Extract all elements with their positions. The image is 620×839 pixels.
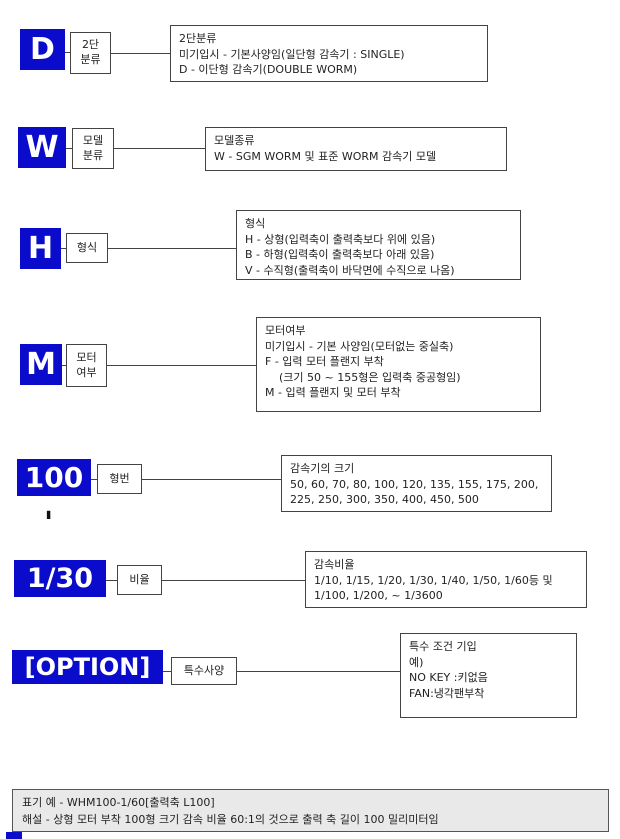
code-box-h: H — [20, 228, 61, 269]
connector-line — [163, 671, 171, 672]
label-box-special: 특수사양 — [171, 657, 237, 685]
label-box-size: 형번 — [97, 464, 142, 494]
connector-line — [162, 580, 305, 581]
code-box-m: M — [20, 344, 62, 385]
desc-box-stage: 2단분류 미기입시 - 기본사양임(일단형 감속기 : SINGLE) D - … — [170, 25, 488, 82]
desc-box-model: 모델종류 W - SGM WORM 및 표준 WORM 감속기 모델 — [205, 127, 507, 171]
connector-line — [62, 365, 66, 366]
desc-box-type: 형식 H - 상형(입력축이 출력축보다 위에 있음) B - 하형(입력축이 … — [236, 210, 521, 280]
label-box-model: 모델 분류 — [72, 128, 114, 169]
page-edge-mark — [6, 832, 22, 839]
desc-box-special: 특수 조건 기입 예) NO KEY :키없음 FAN:냉각팬부착 — [400, 633, 577, 718]
tick-mark: ' — [44, 506, 54, 541]
label-box-ratio: 비율 — [117, 565, 162, 595]
code-box-w: W — [18, 127, 66, 168]
connector-line — [61, 248, 66, 249]
connector-line — [107, 365, 256, 366]
desc-box-ratio: 감속비율 1/10, 1/15, 1/20, 1/30, 1/40, 1/50,… — [305, 551, 587, 608]
desc-box-size: 감속기의 크기 50, 60, 70, 80, 100, 120, 135, 1… — [281, 455, 552, 512]
connector-line — [66, 148, 72, 149]
connector-line — [106, 580, 117, 581]
connector-line — [91, 479, 97, 480]
example-note-box: 표기 예 - WHM100-1/60[출력축 L100] 해설 - 상형 모터 … — [12, 789, 609, 832]
connector-line — [111, 53, 170, 54]
code-box-size: 100 — [17, 459, 91, 496]
connector-line — [114, 148, 205, 149]
code-box-option: [OPTION] — [12, 650, 163, 684]
connector-line — [65, 52, 70, 53]
code-box-ratio: 1/30 — [14, 560, 106, 597]
code-box-d: D — [20, 29, 65, 70]
connector-line — [237, 671, 400, 672]
connector-line — [142, 479, 281, 480]
label-box-stage: 2단 분류 — [70, 32, 111, 74]
label-box-type: 형식 — [66, 233, 108, 263]
label-box-motor: 모터 여부 — [66, 344, 107, 387]
desc-box-motor: 모터여부 미기입시 - 기본 사양임(모터없는 중실축) F - 입력 모터 플… — [256, 317, 541, 412]
connector-line — [108, 248, 236, 249]
